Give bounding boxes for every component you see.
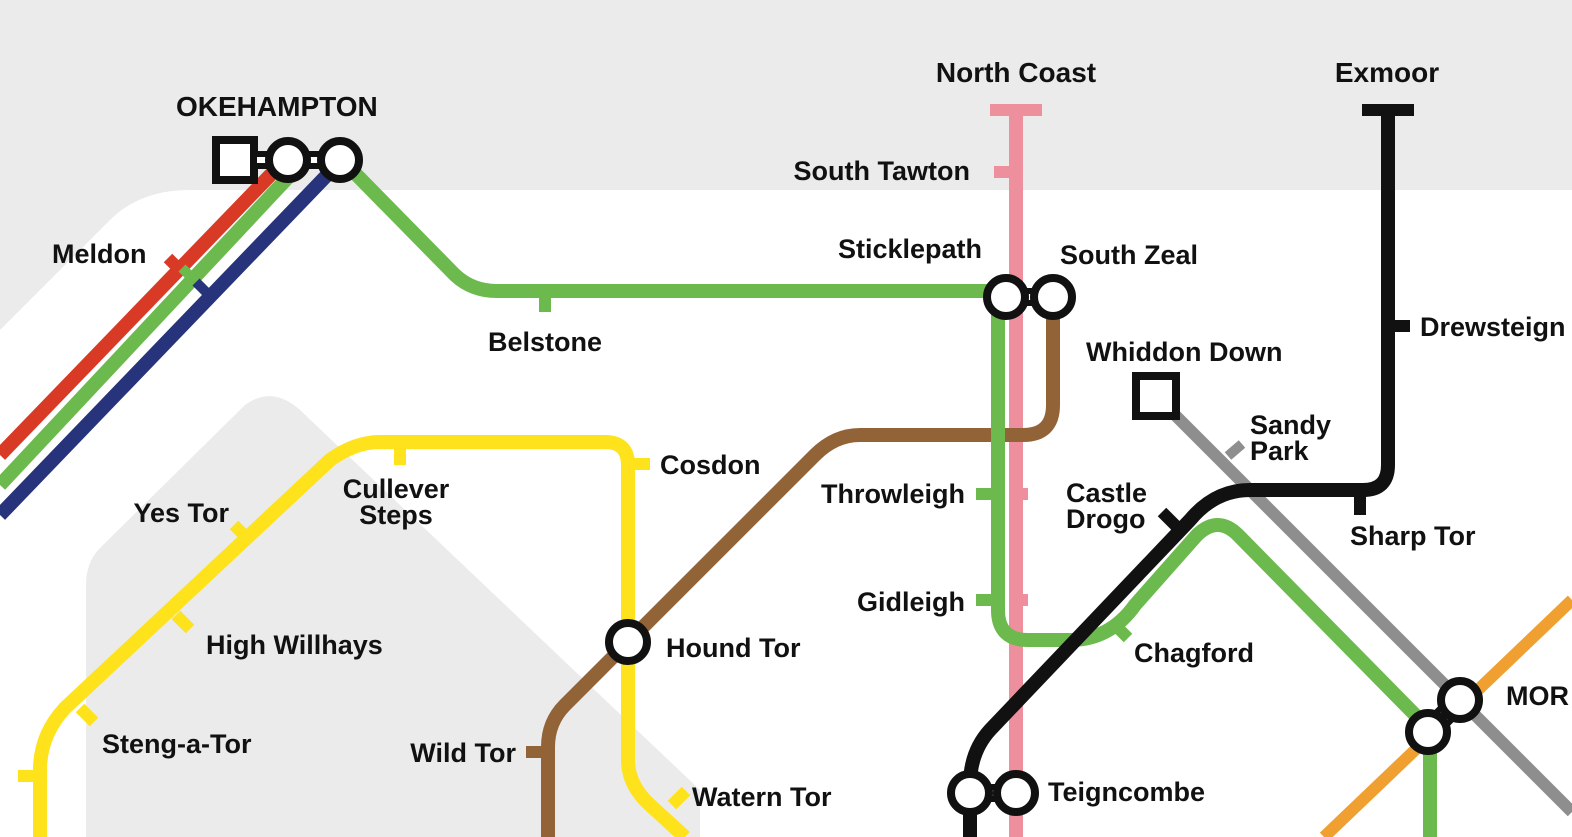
station-label-sandy: Sandy — [1250, 410, 1331, 440]
station-label-meldon: Meldon — [52, 239, 147, 269]
station-label-steng-a-tor: Steng-a-Tor — [102, 729, 252, 759]
station-label-high-willhays: High Willhays — [206, 630, 383, 660]
tick-chagford — [1107, 617, 1133, 643]
yellow-line — [33, 435, 690, 837]
tick-meldon-green — [178, 264, 198, 284]
whiddon-down-station-square — [1132, 372, 1180, 420]
station-label-chagford: Chagford — [1134, 638, 1254, 668]
station-label-drewsteignton: Drewsteign — [1420, 312, 1566, 342]
terminal-label-exmoor: Exmoor — [1335, 57, 1439, 88]
mor-interchange — [1405, 677, 1483, 755]
grey-line — [1151, 391, 1572, 817]
station-label-belstone: Belstone — [488, 327, 602, 357]
terminal-label-north-coast: North Coast — [936, 57, 1096, 88]
interchange-label-south-zeal: South Zeal — [1060, 240, 1198, 270]
station-label-gidleigh: Gidleigh — [857, 587, 965, 617]
tick-high-willhays — [171, 610, 195, 634]
tick-meldon — [163, 253, 185, 275]
station-label-park: Park — [1250, 436, 1310, 466]
brown-line — [541, 300, 1060, 837]
navy-line — [0, 167, 336, 520]
station-label-throwleigh: Throwleigh — [821, 479, 965, 509]
okehampton-interchange — [212, 136, 363, 184]
tick-sandy-park — [1224, 440, 1246, 460]
station-label-sticklepath: Sticklepath — [838, 234, 982, 264]
station-label-cosdon: Cosdon — [660, 450, 761, 480]
station-label-steps: Steps — [359, 500, 433, 530]
south-zeal-interchange — [983, 274, 1076, 320]
station-label-yes-tor: Yes Tor — [133, 498, 229, 528]
station-label-wild-tor: Wild Tor — [410, 738, 516, 768]
station-label-watern-tor: Watern Tor — [692, 782, 832, 812]
station-label-cullever: Cullever — [343, 474, 450, 504]
interchange-label-mor: MOR — [1506, 681, 1569, 711]
tick-steng-a-tor — [75, 703, 99, 727]
green-line-west — [0, 165, 301, 490]
station-label-drogo: Drogo — [1066, 504, 1145, 534]
tick-castle-drogo — [1157, 507, 1181, 531]
station-label-sharp-tor: Sharp Tor — [1350, 521, 1476, 551]
outer-shaded-area — [0, 0, 1572, 330]
tick-meldon-navy — [192, 278, 212, 298]
hound-tor-interchange — [605, 619, 651, 665]
black-line — [963, 110, 1395, 837]
station-label-south-tawton: South Tawton — [794, 156, 970, 186]
tick-yes-tor — [229, 520, 253, 544]
interchange-label-whiddon-down: Whiddon Down — [1086, 337, 1282, 367]
interchange-label-okehampton: OKEHAMPTON — [176, 91, 378, 122]
red-line — [0, 160, 286, 460]
teigncombe-interchange — [947, 770, 1039, 816]
station-label-castle: Castle — [1066, 478, 1147, 508]
interchange-label-teigncombe: Teigncombe — [1048, 777, 1205, 807]
tick-watern-tor — [667, 786, 691, 810]
interchange-label-hound-tor: Hound Tor — [666, 633, 801, 663]
